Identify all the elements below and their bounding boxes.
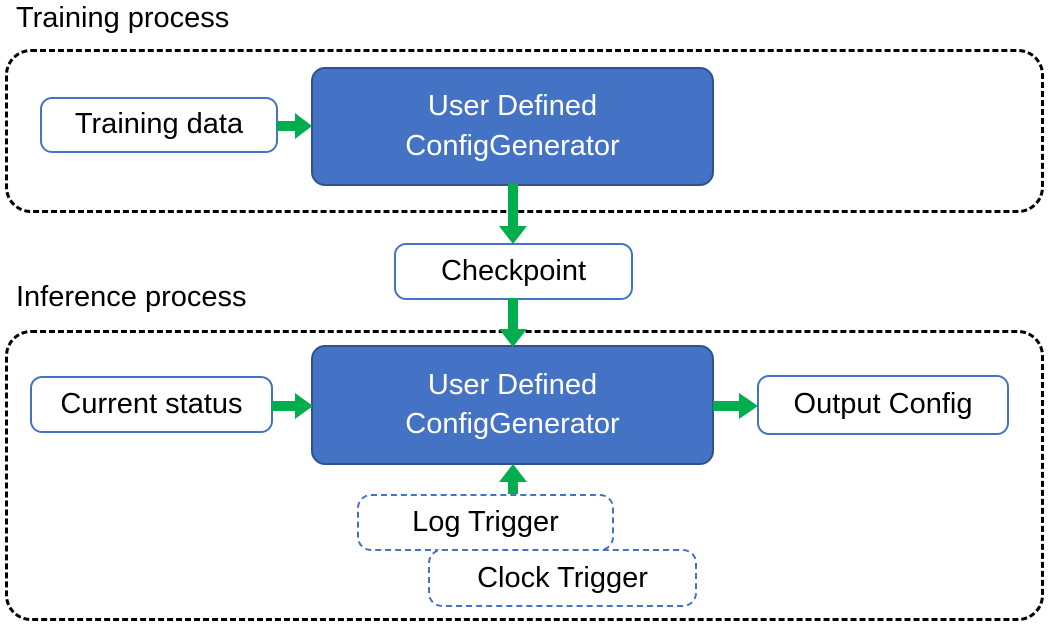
node-log-trigger-label: Log Trigger <box>412 506 559 538</box>
node-checkpoint[interactable]: Checkpoint <box>394 243 633 300</box>
node-current-status[interactable]: Current status <box>30 376 273 433</box>
node-output-config[interactable]: Output Config <box>757 375 1009 435</box>
arrow-triggers-to-generator-icon <box>498 464 528 499</box>
arrow-generator-to-checkpoint-icon <box>498 183 528 245</box>
node-generator-training-label-line2: ConfigGenerator <box>405 129 620 162</box>
node-output-config-label: Output Config <box>793 388 973 421</box>
node-clock-trigger-label: Clock Trigger <box>477 561 648 594</box>
node-clock-trigger[interactable]: Clock Trigger <box>428 549 697 607</box>
node-generator-training-label-line1: User Defined <box>427 90 598 123</box>
node-log-trigger[interactable]: Log Trigger <box>357 494 614 551</box>
node-current-status-label: Current status <box>60 387 243 420</box>
node-generator-inference-label-line2: ConfigGenerator <box>405 408 620 440</box>
node-training-data-label: Training data <box>74 108 244 141</box>
arrow-checkpoint-to-generator-icon <box>498 298 528 348</box>
training-process-heading: Training process <box>16 2 230 34</box>
arrow-current-status-to-generator-icon <box>272 392 314 420</box>
node-generator-inference-label-line1: User Defined <box>427 368 598 401</box>
arrow-training-data-to-generator-icon <box>277 112 313 140</box>
node-user-defined-configgenerator-inference[interactable]: User Defined ConfigGenerator <box>311 345 714 465</box>
node-checkpoint-label: Checkpoint <box>440 254 587 287</box>
arrow-generator-to-output-config-icon <box>713 392 759 420</box>
node-training-data[interactable]: Training data <box>40 97 278 153</box>
node-user-defined-configgenerator-training[interactable]: User Defined ConfigGenerator <box>311 67 714 186</box>
inference-process-heading: Inference process <box>16 281 247 313</box>
training-process-container <box>5 49 1044 213</box>
